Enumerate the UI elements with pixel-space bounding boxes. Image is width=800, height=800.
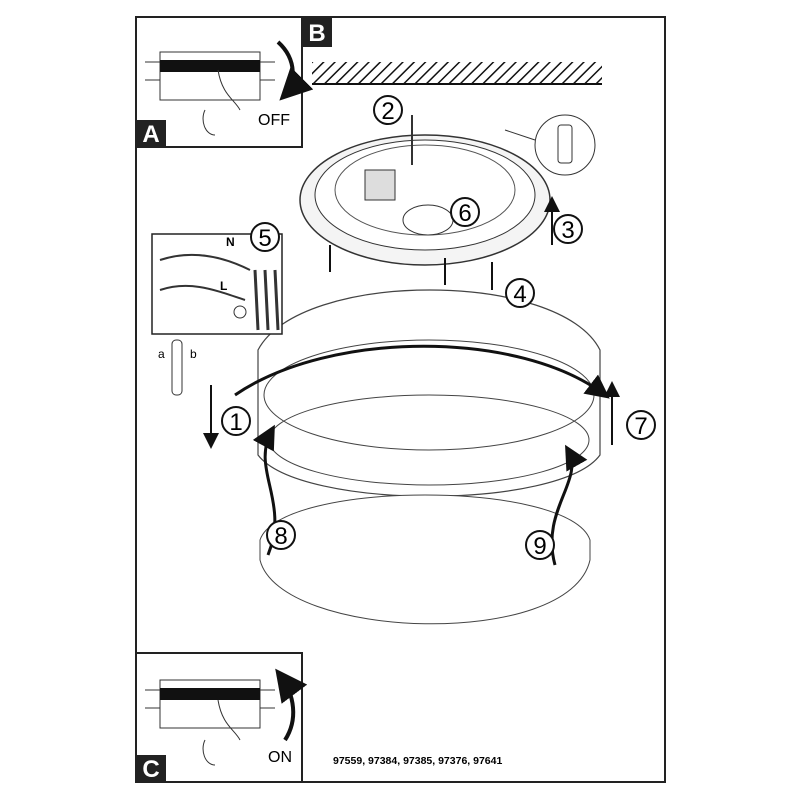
svg-text:9: 9: [533, 533, 546, 560]
bulb-icon: [402, 204, 454, 236]
step-1: 1: [221, 406, 251, 436]
model-numbers: 97559, 97384, 97385, 97376, 97641: [333, 755, 502, 767]
step-7: 7: [626, 410, 656, 440]
screwdriver-icon: [171, 339, 183, 396]
svg-text:8: 8: [274, 523, 287, 550]
breaker-icon: [145, 51, 275, 136]
step-9: 9: [525, 530, 555, 560]
step-numbers: 1 2 3 4 5 6 7 8 9: [221, 95, 656, 560]
panel-c: C ON: [135, 652, 308, 783]
off-label: OFF: [258, 112, 290, 129]
lamp-shade: [257, 289, 601, 497]
screws: [329, 245, 493, 290]
step-8: 8: [266, 520, 296, 550]
step-5: 5: [250, 222, 280, 252]
on-label: ON: [268, 749, 292, 766]
ceiling-hatch: [312, 62, 602, 84]
step-3: 3: [553, 214, 583, 244]
rotate-arrow-icon: [234, 344, 610, 399]
ceiling-base: [299, 115, 551, 266]
svg-text:7: 7: [634, 413, 647, 440]
svg-text:b: b: [190, 347, 197, 361]
svg-text:a: a: [158, 347, 165, 361]
step-6: 6: [450, 197, 480, 227]
svg-text:2: 2: [381, 98, 394, 125]
svg-text:4: 4: [513, 281, 526, 308]
svg-text:3: 3: [561, 217, 574, 244]
outer-frame: [135, 16, 666, 783]
lampholder-icon: [364, 169, 396, 201]
panel-b-label: B: [308, 20, 325, 47]
panel-c-label: C: [142, 756, 159, 783]
svg-text:5: 5: [258, 225, 271, 252]
arrow-down-icon: [276, 40, 314, 101]
step-2: 2: [373, 95, 403, 125]
svg-text:L: L: [220, 279, 227, 293]
panel-a-label: A: [142, 121, 159, 148]
earth-icon: [233, 305, 247, 319]
step-4: 4: [505, 278, 535, 308]
svg-text:6: 6: [458, 200, 471, 227]
panel-a: A OFF: [135, 16, 314, 148]
arrow-up-icon: [275, 668, 308, 742]
svg-text:N: N: [226, 235, 235, 249]
svg-text:1: 1: [229, 409, 242, 436]
diffuser: [259, 494, 591, 625]
